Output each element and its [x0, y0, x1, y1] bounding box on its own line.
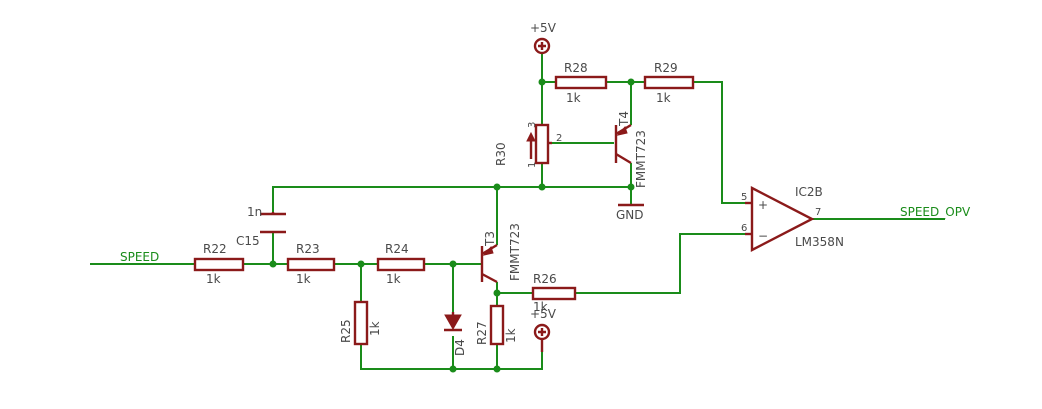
r24-value: 1k	[386, 272, 401, 286]
r26-value: 1k	[533, 300, 548, 314]
resistor-r25: R25 1k	[339, 300, 382, 346]
junction-dot	[627, 78, 635, 86]
r25-value: 1k	[368, 321, 382, 336]
r22-value: 1k	[206, 272, 221, 286]
junctions	[269, 78, 635, 373]
resistor-r26: R26 1k	[531, 272, 577, 314]
junction-dot	[627, 183, 635, 191]
r23-name: R23	[296, 242, 320, 256]
ic2b-name: IC2B	[795, 185, 823, 199]
resistor-r29: R29 1k	[643, 61, 695, 105]
net-speed-opv-label: SPEED_OPV	[900, 205, 971, 219]
ic2b-pin5: 5	[741, 192, 747, 203]
r30-name: R30	[494, 142, 508, 166]
diode-d4: D4	[444, 312, 467, 356]
junction-dot	[538, 78, 546, 86]
t3-value: FMMT723	[508, 223, 522, 281]
junction-dot	[493, 183, 501, 191]
c15-value: 1n	[247, 205, 262, 219]
r29-name: R29	[654, 61, 678, 75]
c15-name: C15	[236, 234, 260, 248]
ic2b-pin7: 7	[815, 207, 821, 218]
supply-top-5v: +5V	[530, 21, 557, 55]
d4-name: D4	[453, 339, 467, 356]
potentiometer-r30: R30 1 2 3	[494, 122, 562, 168]
resistor-r27: R27 1k	[475, 304, 518, 346]
resistor-r24: R24 1k	[376, 242, 426, 286]
junction-dot	[269, 260, 277, 268]
t4-name: T4	[617, 111, 631, 127]
gnd-label: GND	[616, 208, 644, 222]
r27-name: R27	[475, 321, 489, 345]
junction-dot	[493, 365, 501, 373]
resistor-r22: R22 1k	[193, 242, 245, 286]
opamp-ic2b: + − 5 6 7 IC2B LM358N	[741, 185, 844, 252]
r29-value: 1k	[656, 91, 671, 105]
ic2b-minus: −	[758, 229, 768, 243]
r28-value: 1k	[566, 91, 581, 105]
transistor-t4: T4 FMMT723	[614, 111, 648, 188]
r25-name: R25	[339, 319, 353, 343]
junction-dot	[449, 260, 457, 268]
ic2b-pin6: 6	[741, 223, 747, 234]
junction-dot	[538, 183, 546, 191]
supply-bottom-5v: +5V	[530, 307, 557, 352]
capacitor-c15: 1n C15	[236, 205, 286, 248]
resistor-r23: R23 1k	[286, 242, 336, 286]
junction-dot	[357, 260, 365, 268]
t3-name: T3	[483, 231, 497, 247]
r24-name: R24	[385, 242, 409, 256]
junction-dot	[449, 365, 457, 373]
t4-value: FMMT723	[634, 130, 648, 188]
resistor-r28: R28 1k	[554, 61, 608, 105]
supply-bottom-label: +5V	[530, 307, 557, 321]
r30-pin3: 3	[527, 122, 538, 128]
supply-top-label: +5V	[530, 21, 557, 35]
ic2b-plus: +	[758, 198, 768, 212]
r23-value: 1k	[296, 272, 311, 286]
r26-name: R26	[533, 272, 557, 286]
r30-pin1: 1	[527, 162, 538, 168]
wires	[90, 54, 945, 370]
r28-name: R28	[564, 61, 588, 75]
r30-pin2: 2	[556, 133, 562, 144]
ic2b-value: LM358N	[795, 235, 844, 249]
r27-value: 1k	[504, 328, 518, 343]
junction-dot	[493, 289, 501, 297]
r22-name: R22	[203, 242, 227, 256]
transistor-t3: T3 FMMT723	[480, 223, 522, 284]
net-speed-label: SPEED	[120, 250, 159, 264]
ground-symbol: GND	[616, 203, 644, 222]
